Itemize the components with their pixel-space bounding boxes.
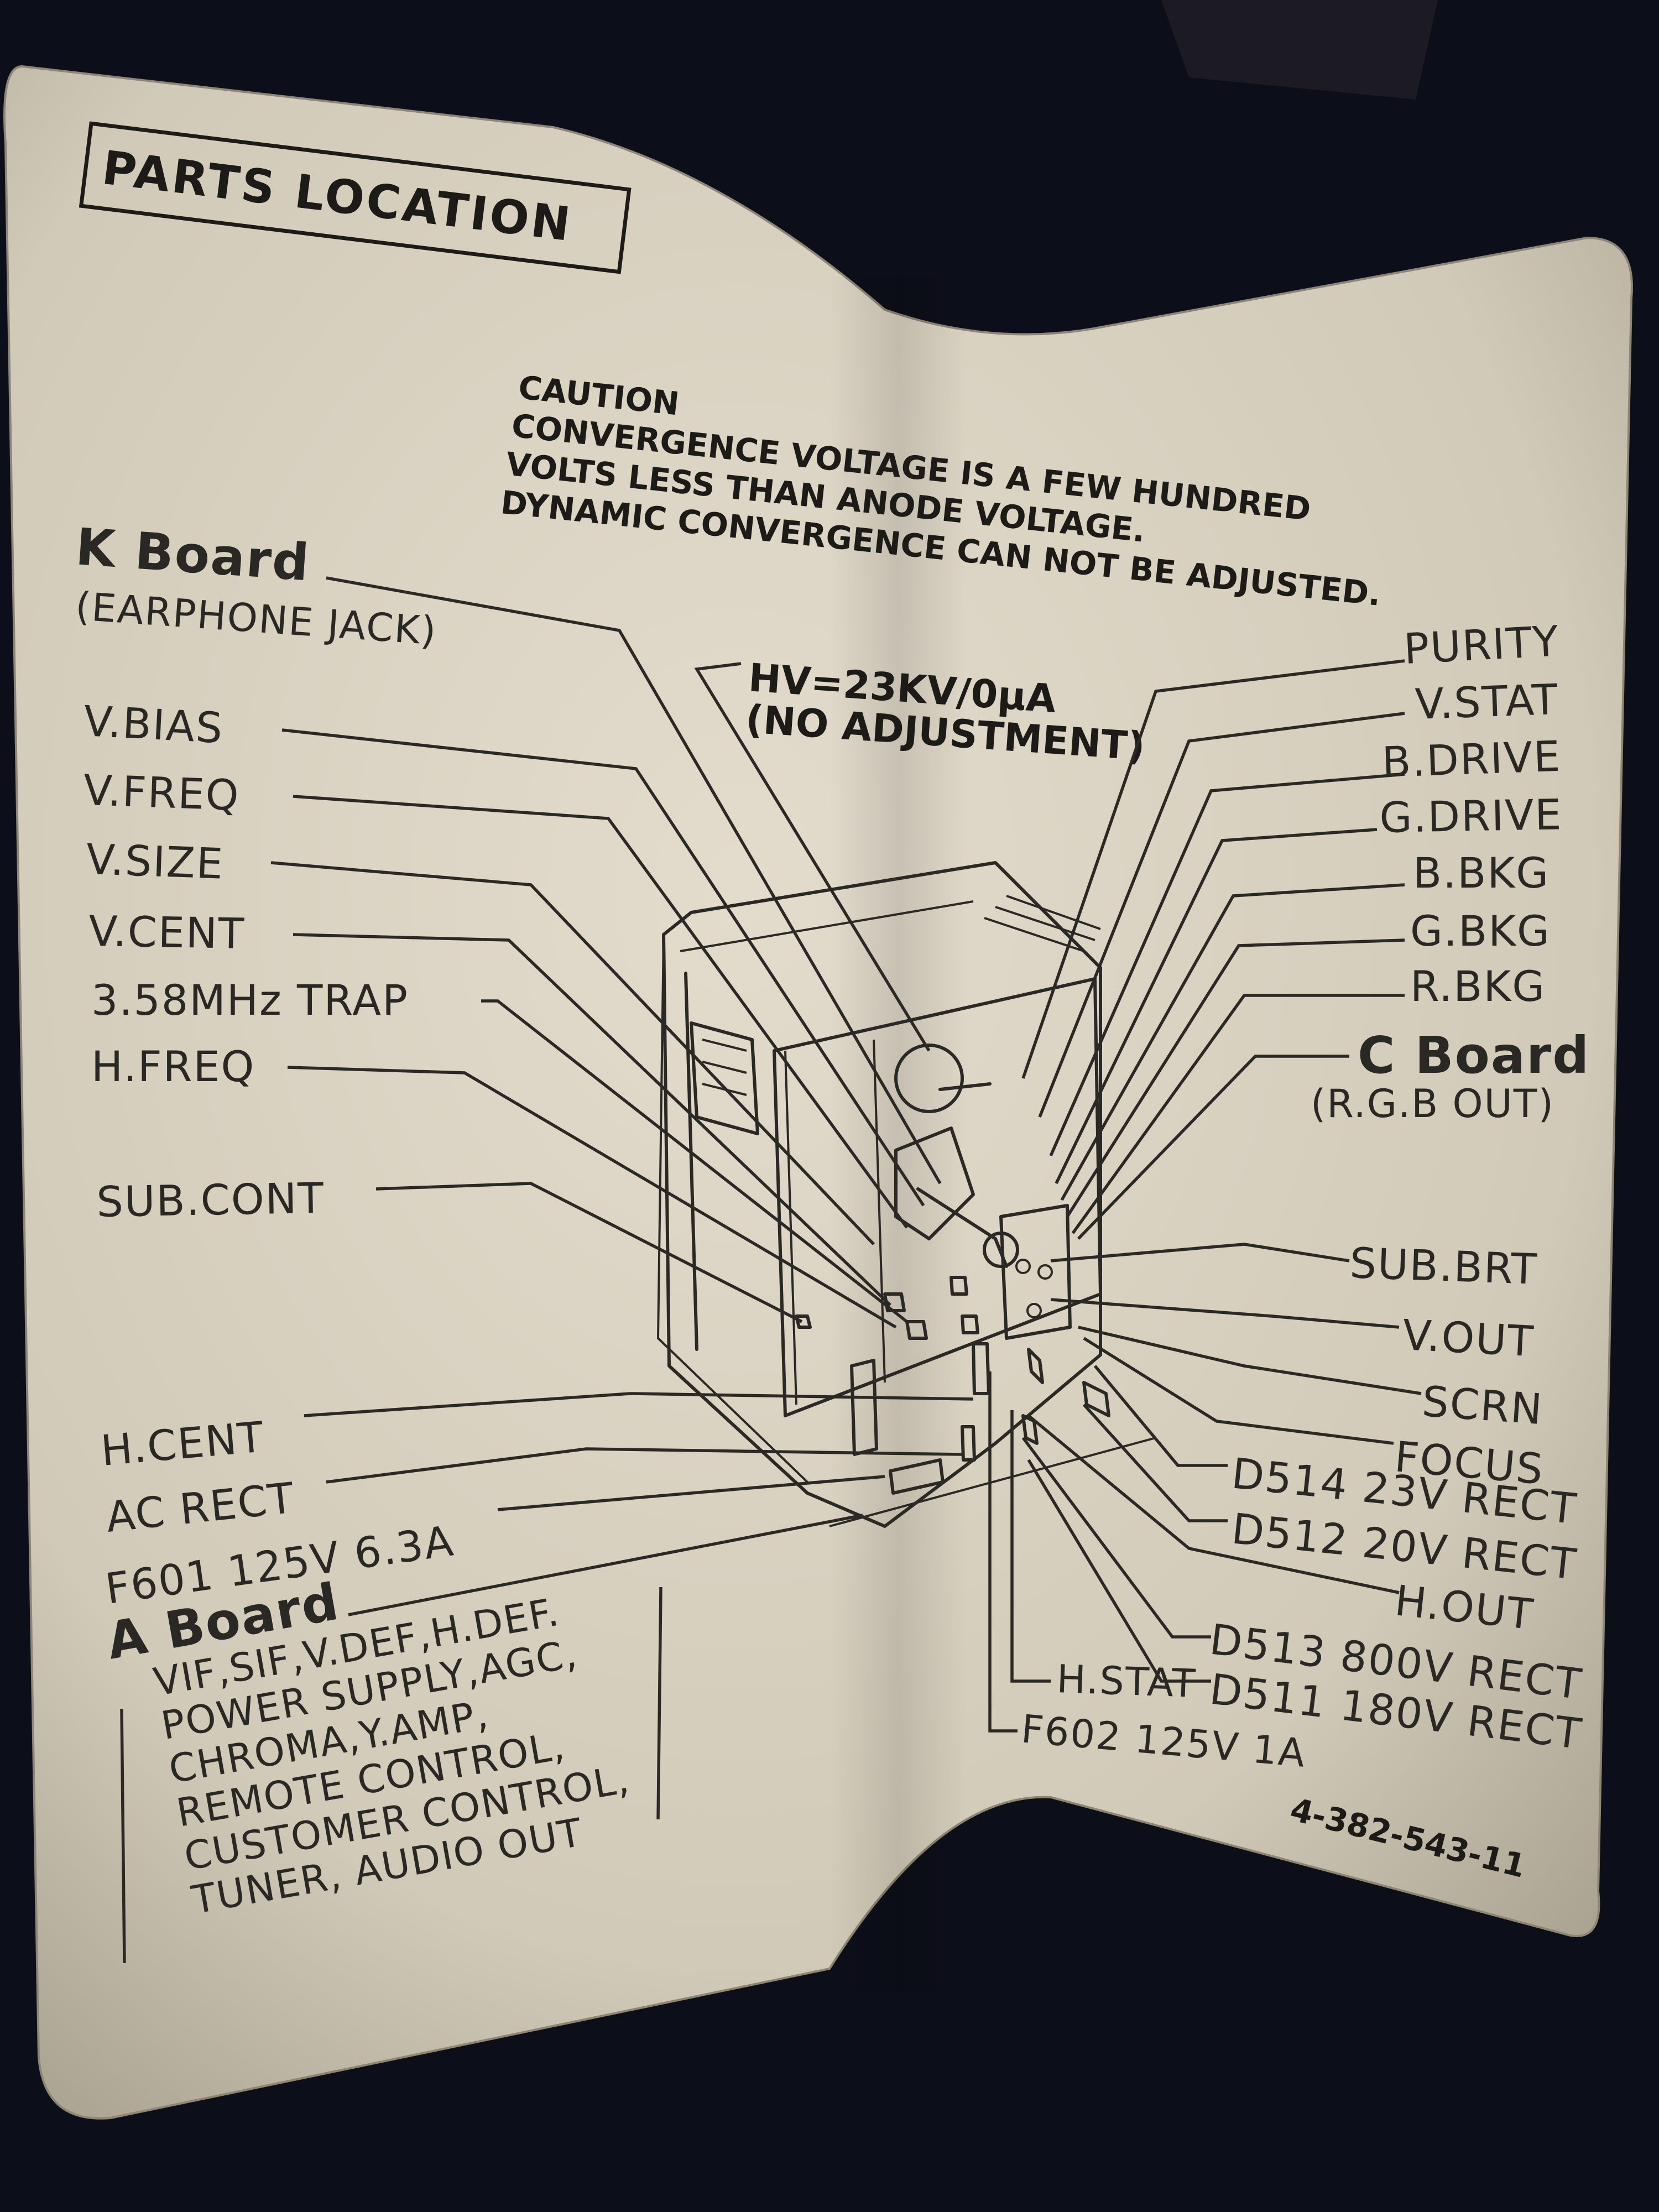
label-c-board-sub: (R.G.B OUT): [1311, 1081, 1554, 1126]
label-c-board: C Board: [1358, 1026, 1590, 1085]
label-v-out: V.OUT: [1401, 1310, 1536, 1366]
leader-lines: [120, 576, 1422, 1964]
label-h-freq: H.FREQ: [91, 1042, 255, 1091]
label-g-bkg: G.BKG: [1410, 906, 1551, 956]
title-box: [79, 121, 632, 274]
a-board-block: A Board VIF,SIF,V.DEF,H.DEF. POWER SUPPL…: [102, 1572, 633, 1923]
label-v-bias: V.BIAS: [82, 696, 225, 753]
label-v-cent: V.CENT: [88, 906, 246, 958]
label-trap: 3.58MHz TRAP: [91, 975, 409, 1025]
label-sub-brt: SUB.BRT: [1349, 1238, 1538, 1294]
label-sub-cont: SUB.CONT: [96, 1173, 325, 1227]
sticker-paper: [3, 65, 1633, 2120]
sticker-fold-shadow: [830, 276, 968, 1991]
label-b-drive: B.DRIVE: [1381, 732, 1562, 787]
label-v-stat: V.STAT: [1415, 675, 1560, 729]
background-cable: [1161, 0, 1438, 100]
label-scrn: SCRN: [1421, 1376, 1545, 1434]
label-v-size: V.SIZE: [85, 834, 225, 889]
tv-chassis-drawing: [656, 861, 1156, 1528]
label-r-bkg: R.BKG: [1410, 962, 1546, 1011]
label-v-freq: V.FREQ: [82, 765, 241, 820]
label-g-drive: G.DRIVE: [1379, 790, 1563, 842]
label-purity: PURITY: [1402, 616, 1561, 674]
label-b-bkg: B.BKG: [1413, 848, 1550, 898]
label-h-stat: H.STAT: [1056, 1656, 1197, 1707]
